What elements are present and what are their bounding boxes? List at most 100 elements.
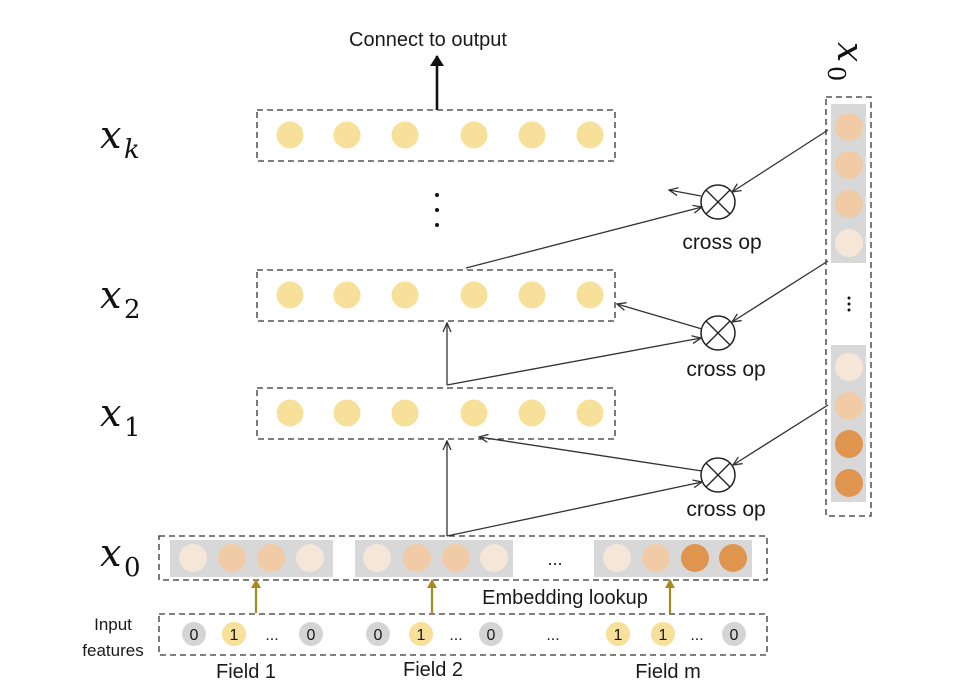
svg-text:1: 1 <box>659 627 668 644</box>
embedding-node <box>642 544 670 572</box>
layer-node <box>391 399 419 427</box>
x0-column-node <box>835 229 863 257</box>
svg-text:0: 0 <box>124 553 141 583</box>
cross-op-middle <box>700 315 736 351</box>
svg-text:0: 0 <box>487 627 496 644</box>
embedding-node <box>257 544 285 572</box>
layer-node <box>276 399 304 427</box>
layer-x1-box <box>256 387 616 440</box>
layer-node <box>576 399 604 427</box>
svg-text:1: 1 <box>124 413 141 443</box>
layer-node <box>576 281 604 309</box>
x0-column-node <box>835 469 863 497</box>
svg-text:0: 0 <box>307 627 316 644</box>
layer-x2-box <box>256 269 616 322</box>
x0-embedding-box <box>158 535 768 581</box>
layer-node <box>333 399 361 427</box>
embedding-node <box>296 544 324 572</box>
layer-node <box>391 121 419 149</box>
embedding-node <box>480 544 508 572</box>
input-features-label-line2: features <box>82 641 143 660</box>
input-features-label-line1: Input <box>94 615 132 634</box>
layer-node <box>460 399 488 427</box>
x0-column-node <box>835 190 863 218</box>
feature-node <box>722 622 746 646</box>
cross-connections <box>447 129 829 537</box>
svg-text:...: ... <box>449 627 462 644</box>
embedding-node <box>363 544 391 572</box>
svg-text:2: 2 <box>124 295 141 325</box>
emb-ellipsis: ... <box>547 549 562 569</box>
svg-text:...: ... <box>265 627 278 644</box>
layer-node <box>518 399 546 427</box>
feature-node <box>606 622 630 646</box>
feature-node <box>299 622 323 646</box>
input-features-box <box>158 613 768 656</box>
feature-node <box>479 622 503 646</box>
feature-node <box>222 622 246 646</box>
svg-text:0: 0 <box>730 627 739 644</box>
layer-node <box>460 121 488 149</box>
vertical-x0-label: x 0 <box>822 42 870 81</box>
layer-node <box>276 121 304 149</box>
svg-text:x: x <box>100 113 121 157</box>
layer-node <box>518 281 546 309</box>
embedding-nodes <box>179 544 747 572</box>
svg-text:0: 0 <box>374 627 383 644</box>
embedding-node <box>603 544 631 572</box>
field2-label: Field 2 <box>403 659 463 681</box>
feature-node <box>366 622 390 646</box>
embedding-node <box>403 544 431 572</box>
feature-node <box>651 622 675 646</box>
cross-op-label-top: cross op <box>682 231 761 254</box>
x0-column-node <box>835 430 863 458</box>
input-field1: 0 1 ... 0 <box>182 622 323 646</box>
embedding-lookup-label: Embedding lookup <box>482 587 648 609</box>
layer-xk-box <box>256 109 616 162</box>
layer-node <box>576 121 604 149</box>
layer-node <box>333 121 361 149</box>
layer-node <box>276 281 304 309</box>
svg-text:1: 1 <box>417 627 426 644</box>
svg-text:1: 1 <box>230 627 239 644</box>
layer-node <box>333 281 361 309</box>
x0-column-node <box>835 392 863 420</box>
svg-text:x: x <box>100 391 121 435</box>
vertical-ellipsis <box>435 193 439 227</box>
x0-column-box <box>825 96 872 517</box>
svg-text:...: ... <box>690 627 703 644</box>
svg-text:0: 0 <box>190 627 199 644</box>
layer-label-x1: x 1 <box>100 391 141 443</box>
cross-op-bottom <box>700 457 736 493</box>
cross-op-top <box>700 184 736 220</box>
svg-text:x: x <box>100 531 121 575</box>
svg-text:x: x <box>829 42 870 62</box>
x0-column-nodes <box>835 113 863 497</box>
layer-node <box>460 281 488 309</box>
x0-column-node <box>835 151 863 179</box>
svg-text:1: 1 <box>614 627 623 644</box>
layer-label-x2: x 2 <box>100 273 141 325</box>
cross-op-label-bottom: cross op <box>686 498 765 521</box>
feature-node <box>182 622 206 646</box>
field1-label: Field 1 <box>216 661 276 683</box>
connect-output-label: Connect to output <box>349 29 507 51</box>
layer-node <box>391 281 419 309</box>
layer-label-xk: x k <box>100 113 140 165</box>
embedding-node <box>442 544 470 572</box>
svg-text:0: 0 <box>822 66 850 81</box>
layer-label-x0: x 0 <box>100 531 141 583</box>
layer-nodes <box>276 121 604 427</box>
embedding-node <box>681 544 709 572</box>
x0-column-ellipsis <box>847 296 851 312</box>
embedding-node <box>179 544 207 572</box>
x0-column-node <box>835 353 863 381</box>
cross-op-label-middle: cross op <box>686 358 765 381</box>
feature-node <box>409 622 433 646</box>
embedding-node <box>218 544 246 572</box>
input-ellipsis: ... <box>546 627 559 644</box>
fieldm-label: Field m <box>635 661 701 683</box>
embedding-node <box>719 544 747 572</box>
svg-text:k: k <box>124 135 140 165</box>
